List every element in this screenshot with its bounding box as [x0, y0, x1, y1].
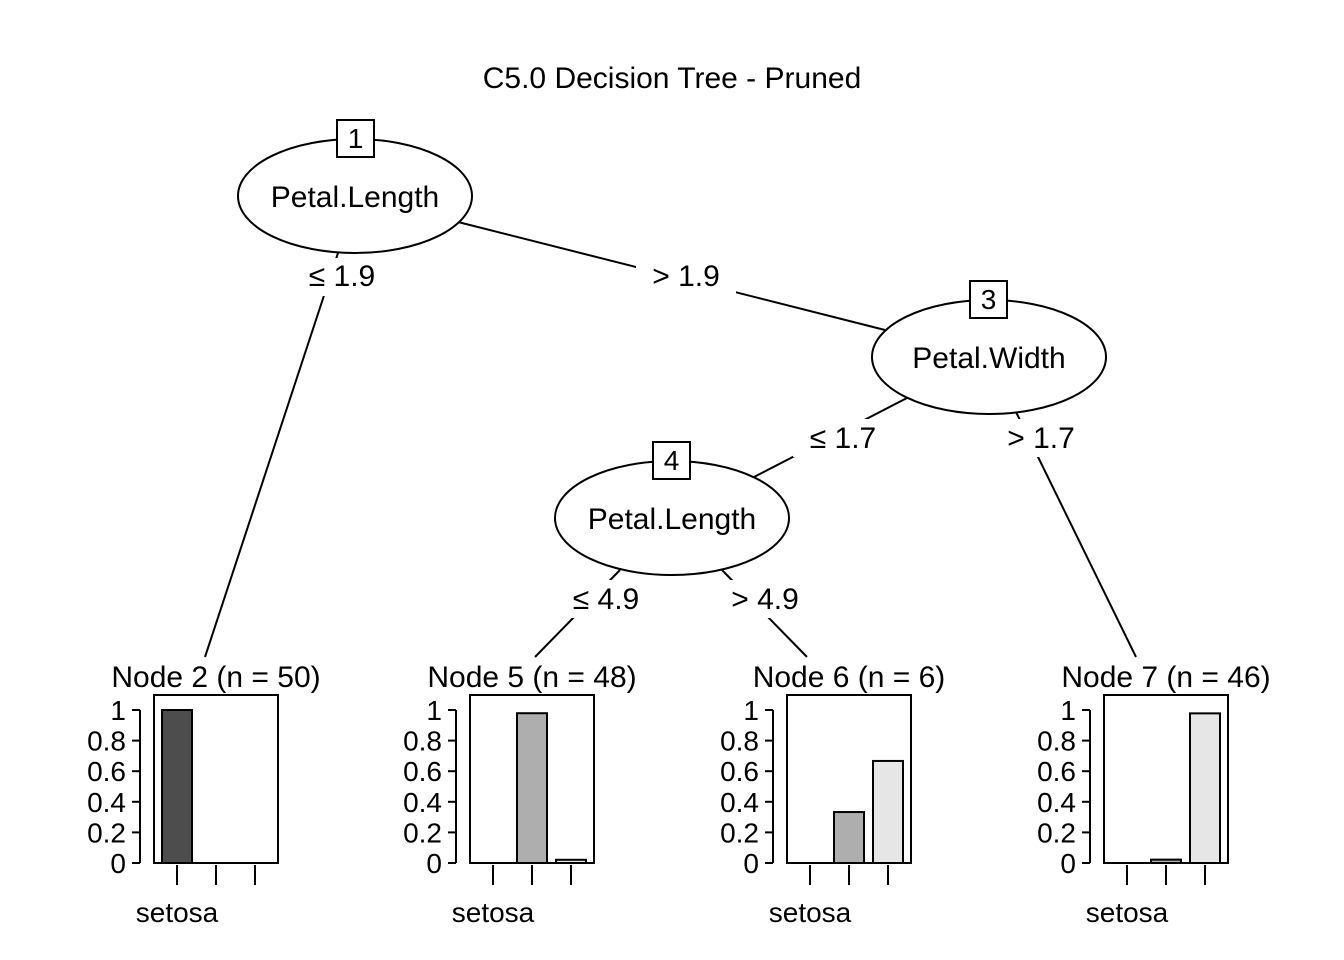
- edge-label-3-7: > 1.7: [1007, 422, 1075, 455]
- node-4-variable: Petal.Length: [588, 503, 756, 536]
- y-tick-label-5-2: 0.4: [403, 787, 442, 818]
- edge-labels: ≤ 1.9 > 1.9 ≤ 1.7 > 1.7 ≤ 4.9 > 4.9: [292, 258, 1091, 618]
- y-tick-label-7-4: 0.8: [1037, 726, 1076, 757]
- y-tick-label-6-2: 0.4: [720, 787, 759, 818]
- y-tick-label-7-5: 1: [1060, 695, 1076, 726]
- terminal-title-bg: [729, 658, 969, 694]
- terminal-title-5: Node 5 (n = 48): [427, 661, 636, 694]
- terminal-title-bg: [412, 658, 652, 694]
- y-tick-label-2-5: 1: [110, 695, 126, 726]
- edge-label-1-2: ≤ 1.9: [309, 260, 376, 293]
- y-tick-label-5-3: 0.6: [403, 756, 442, 787]
- y-tick-label-6-5: 1: [743, 695, 759, 726]
- bar-6-2: [872, 759, 904, 864]
- terminal-node-6: Node 6 (n = 6) 00.20.40.60.81 setosa: [720, 658, 969, 928]
- inner-node-3: Petal.Width 3: [871, 280, 1107, 415]
- node-4-id: 4: [664, 445, 680, 476]
- edge-label-4-6: > 4.9: [731, 583, 799, 616]
- y-tick-label-6-0: 0: [743, 848, 759, 879]
- node-1-id: 1: [348, 123, 364, 154]
- y-tick-label-5-5: 1: [426, 695, 442, 726]
- x-class-label-6: setosa: [769, 897, 852, 928]
- x-class-label-2: setosa: [136, 897, 219, 928]
- y-tick-label-5-4: 0.8: [403, 726, 442, 757]
- x-class-label-7: setosa: [1086, 897, 1169, 928]
- node-1-id-box: [336, 119, 375, 158]
- bar-2-0: [161, 709, 193, 864]
- y-tick-label-2-0: 0: [110, 848, 126, 879]
- terminal-nodes: Node 2 (n = 50)00.20.40.60.81setosaNode …: [87, 658, 1286, 928]
- bar-6-1: [833, 811, 865, 865]
- terminal-node-2: Node 2 (n = 50) 00.20.40.60.81 setosa: [87, 658, 336, 928]
- y-tick-label-5-1: 0.2: [403, 817, 442, 848]
- terminal-title-7: Node 7 (n = 46): [1061, 661, 1270, 694]
- bar-7-1: [1150, 858, 1182, 864]
- node-3-id: 3: [981, 284, 997, 315]
- terminal-title-2: Node 2 (n = 50): [111, 661, 320, 694]
- inner-node-4: Petal.Length 4: [554, 441, 790, 576]
- y-tick-label-2-3: 0.6: [87, 756, 126, 787]
- inner-node-1: Petal.Length 1: [237, 119, 473, 254]
- y-tick-label-7-3: 0.6: [1037, 756, 1076, 787]
- node-3-id-box: [969, 280, 1008, 319]
- y-tick-label-5-0: 0: [426, 848, 442, 879]
- y-tick-label-7-1: 0.2: [1037, 817, 1076, 848]
- y-tick-label-2-4: 0.8: [87, 726, 126, 757]
- diagram-title: C5.0 Decision Tree - Pruned: [483, 62, 862, 95]
- node-4-id-box: [652, 441, 691, 480]
- bar-5-2: [555, 858, 587, 864]
- bar-7-2: [1189, 712, 1221, 865]
- terminal-title-6: Node 6 (n = 6): [753, 661, 946, 694]
- terminal-title-bg: [96, 658, 336, 694]
- bar-5-1: [516, 712, 548, 865]
- node-1-variable: Petal.Length: [271, 181, 439, 214]
- edge-label-3-4: ≤ 1.7: [810, 422, 877, 455]
- y-tick-label-6-3: 0.6: [720, 756, 759, 787]
- edge-label-4-5: ≤ 4.9: [573, 583, 640, 616]
- y-tick-label-2-1: 0.2: [87, 817, 126, 848]
- y-tick-label-2-2: 0.4: [87, 787, 126, 818]
- y-tick-label-6-4: 0.8: [720, 726, 759, 757]
- y-tick-label-7-2: 0.4: [1037, 787, 1076, 818]
- y-tick-label-7-0: 0: [1060, 848, 1076, 879]
- y-tick-label-6-1: 0.2: [720, 817, 759, 848]
- x-class-label-5: setosa: [452, 897, 535, 928]
- node-3-variable: Petal.Width: [912, 342, 1065, 375]
- plot-frame-2: [153, 694, 279, 864]
- terminal-node-7: Node 7 (n = 46) 00.20.40.60.81 setosa: [1037, 658, 1286, 928]
- terminal-node-5: Node 5 (n = 48) 00.20.40.60.81 setosa: [403, 658, 652, 928]
- edge-line-1-2: [204, 252, 339, 658]
- terminal-title-bg: [1046, 658, 1286, 694]
- edge-label-1-3: > 1.9: [652, 260, 720, 293]
